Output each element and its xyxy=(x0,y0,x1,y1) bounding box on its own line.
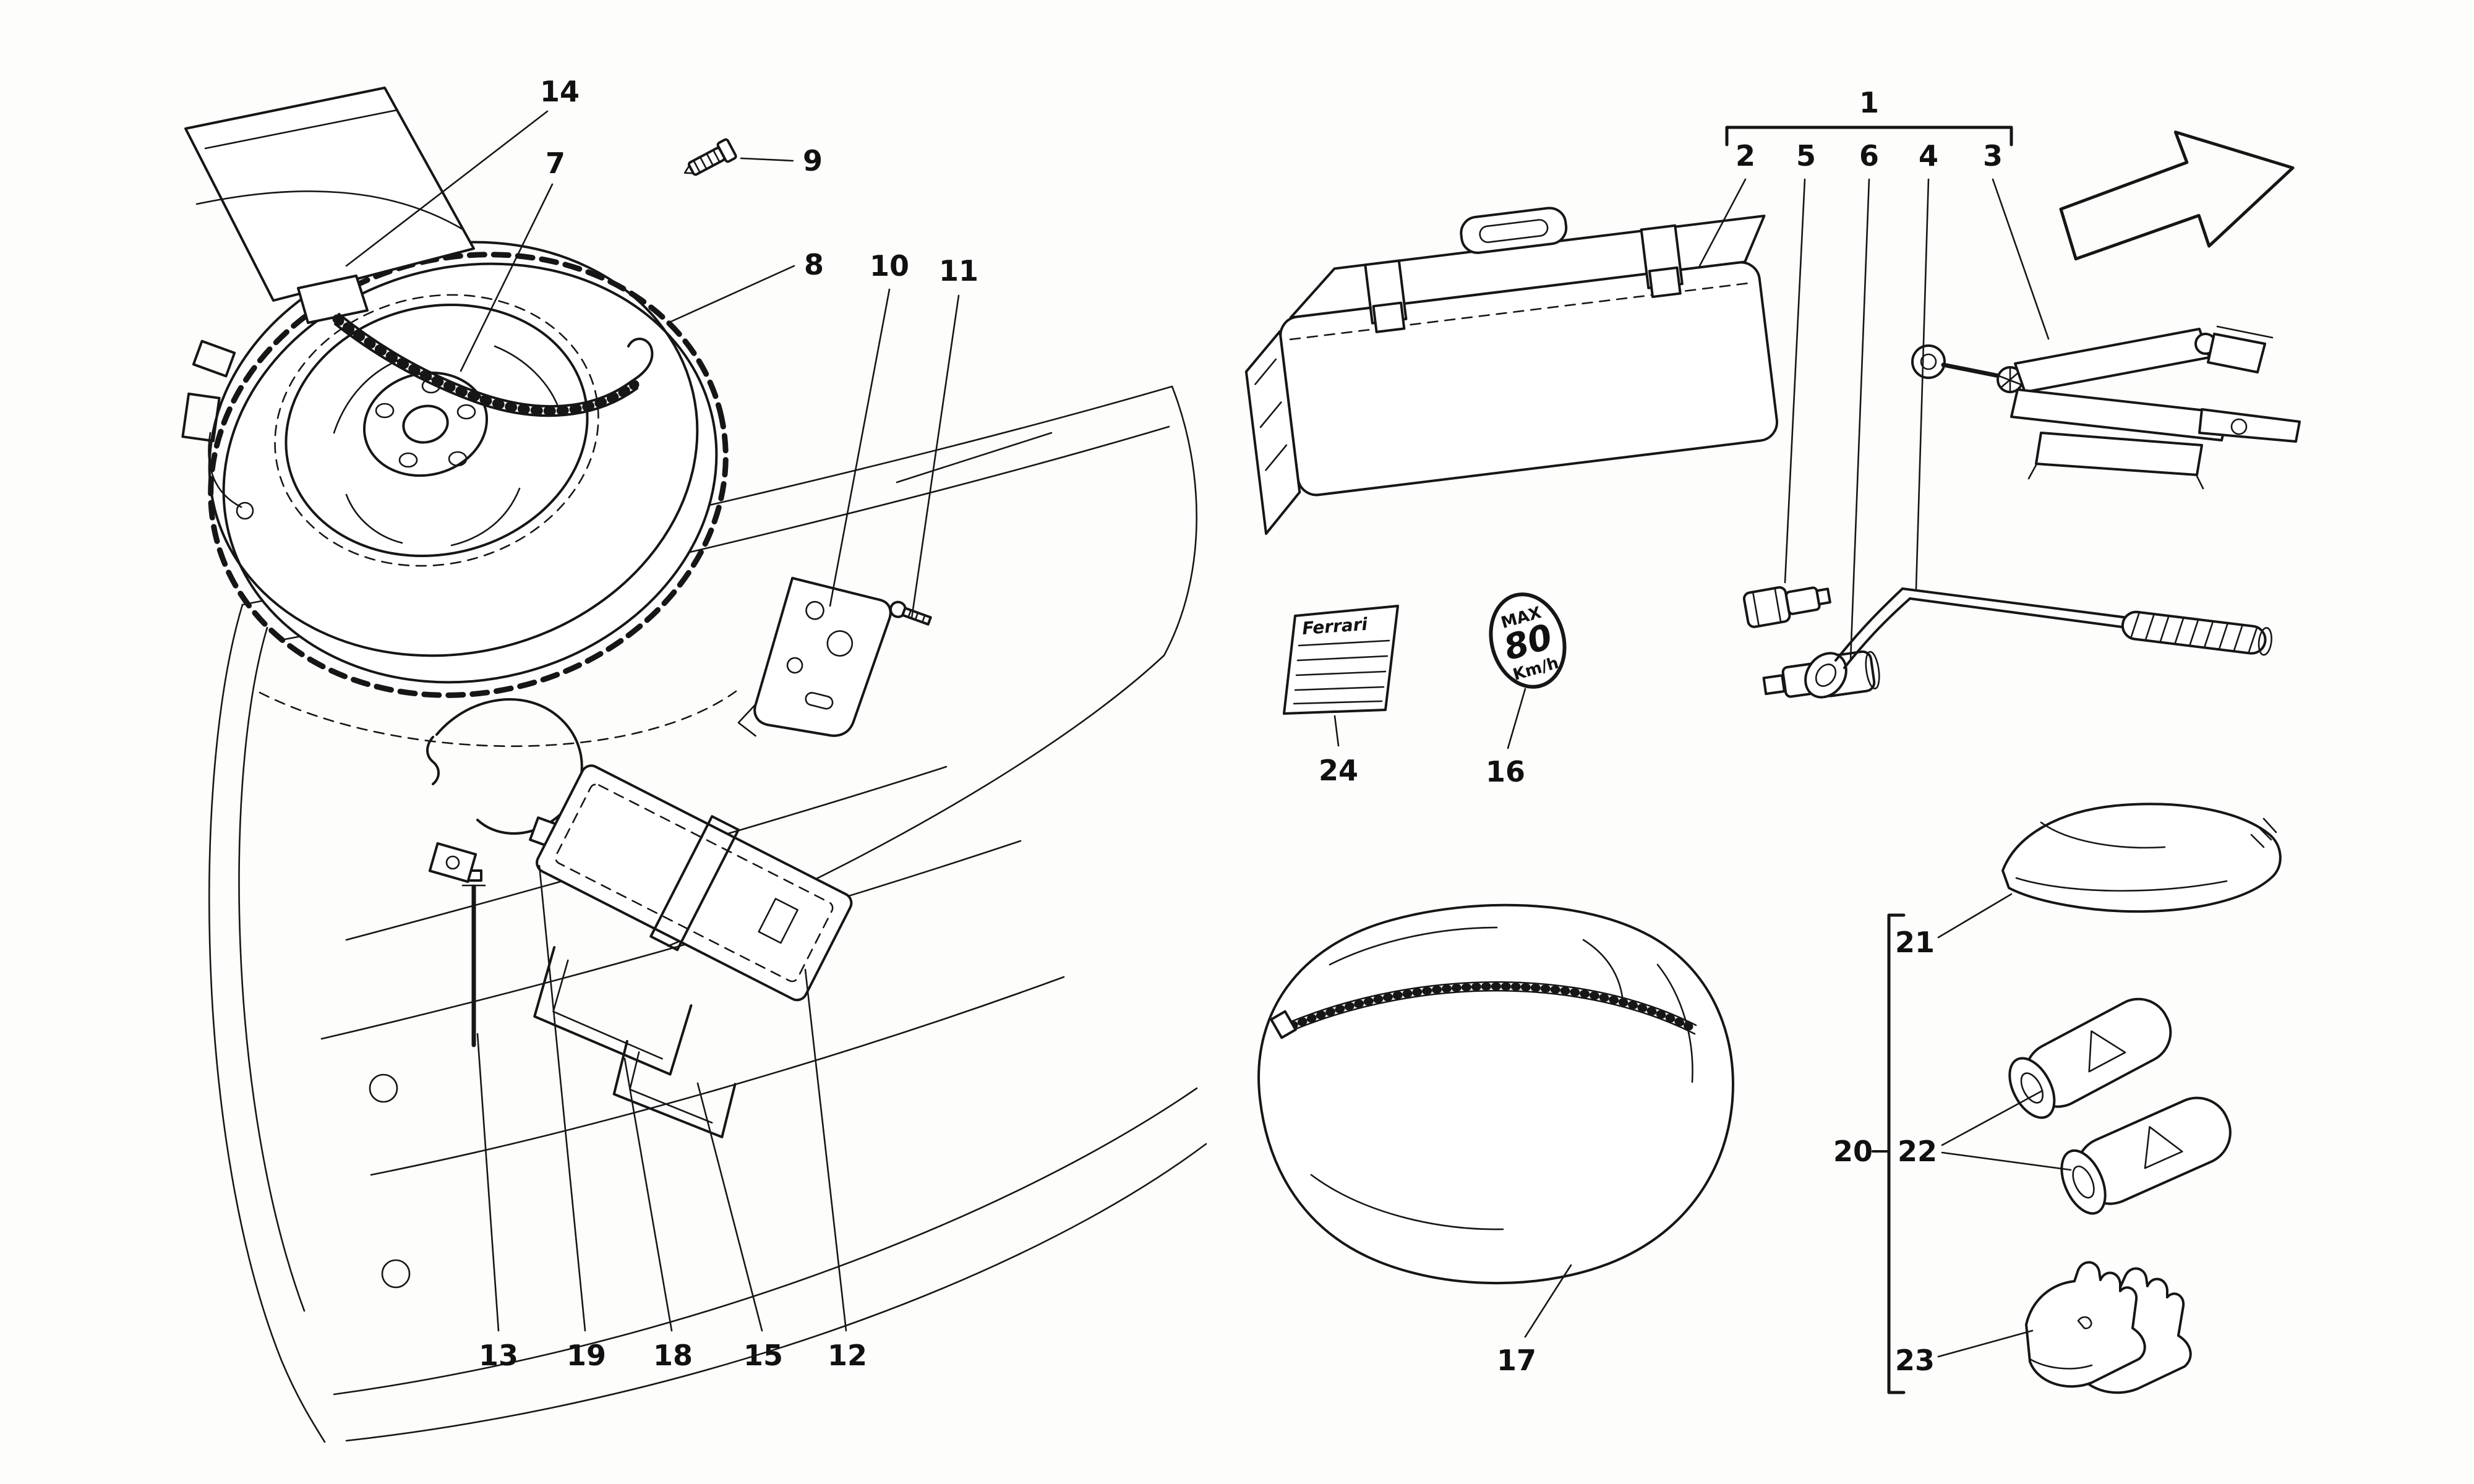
callout-4: 4 xyxy=(1918,139,1939,173)
screw-9 xyxy=(683,138,737,176)
callout-10: 10 xyxy=(869,249,910,283)
screw-11 xyxy=(889,600,932,626)
rolled-triangle-b xyxy=(2060,1096,2232,1215)
callout-14: 14 xyxy=(539,75,580,108)
callout-2: 2 xyxy=(1735,139,1756,173)
group-bracket-1 xyxy=(1725,126,2013,147)
direction-arrow-icon xyxy=(2059,130,2295,261)
scissor-jack xyxy=(1911,325,2301,490)
leader-lines xyxy=(345,110,2072,1358)
callout-6: 6 xyxy=(1859,139,1880,173)
speed-sticker: Ferrari xyxy=(1283,605,1399,715)
callout-9: 9 xyxy=(802,144,823,177)
speed-limit-badge: MAX 80 Km/h xyxy=(1489,592,1567,689)
callout-11: 11 xyxy=(938,254,979,288)
callout-7: 7 xyxy=(545,147,566,180)
callout-21: 21 xyxy=(1894,926,1935,959)
callout-15: 15 xyxy=(743,1339,784,1372)
callout-3: 3 xyxy=(1982,139,2003,173)
mounting-plate-10 xyxy=(737,576,892,737)
callout-19: 19 xyxy=(566,1339,607,1372)
callout-5: 5 xyxy=(1796,139,1817,173)
callout-22: 22 xyxy=(1897,1135,1938,1168)
gloves xyxy=(2025,1261,2192,1394)
tool-case-12 xyxy=(536,764,853,1002)
callout-8: 8 xyxy=(803,248,824,281)
sticker-brand-text: Ferrari xyxy=(1301,614,1368,639)
callout-16: 16 xyxy=(1485,755,1526,788)
wheel-cover-bag xyxy=(1257,903,1734,1284)
tool-bag xyxy=(1244,207,1779,535)
callout-12: 12 xyxy=(827,1339,868,1372)
callout-13: 13 xyxy=(478,1339,519,1372)
group-bracket-20 xyxy=(1872,913,1906,1394)
callout-23: 23 xyxy=(1894,1344,1935,1377)
wheel-cover-flap xyxy=(184,87,475,324)
callout-17: 17 xyxy=(1496,1344,1537,1377)
socket-tool-5 xyxy=(1742,586,1831,628)
callout-20: 20 xyxy=(1833,1135,1873,1168)
callout-24: 24 xyxy=(1318,754,1359,787)
pin-13 xyxy=(428,842,486,1047)
callout-1: 1 xyxy=(1859,86,1880,119)
lug-wrench xyxy=(1804,587,2272,699)
retaining-strap xyxy=(181,313,654,520)
callout-18: 18 xyxy=(653,1339,693,1372)
cloth-21 xyxy=(2001,803,2282,913)
